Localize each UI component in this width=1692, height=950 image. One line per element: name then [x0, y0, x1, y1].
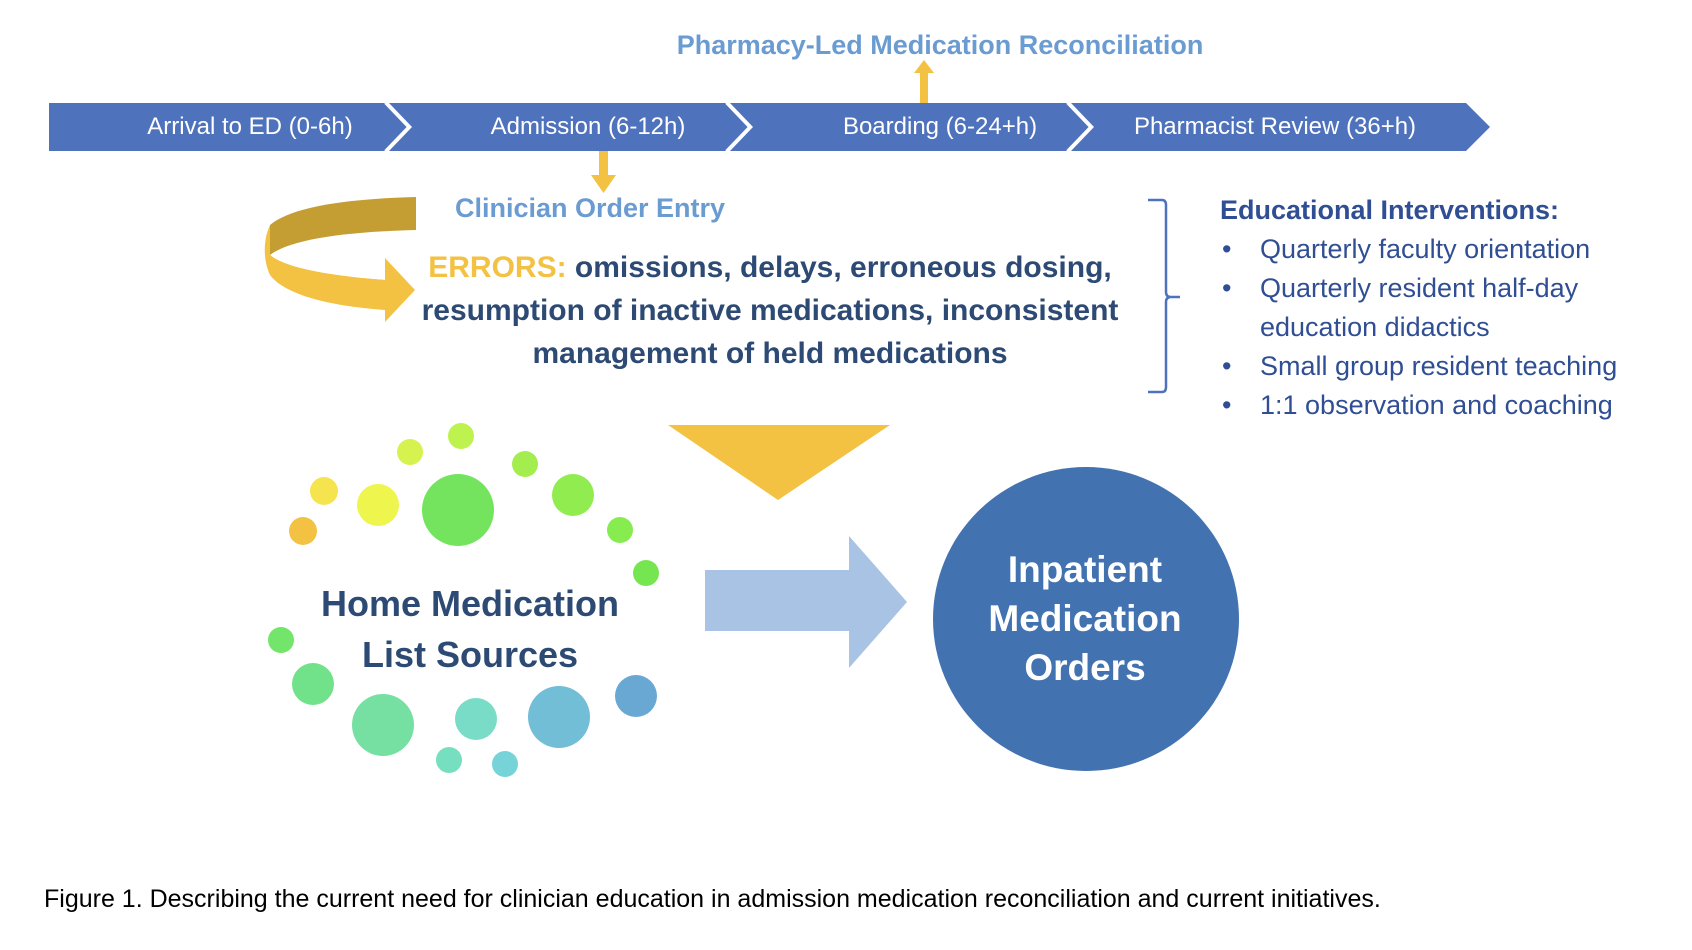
- list-item-text: 1:1 observation and coaching: [1260, 390, 1613, 420]
- dot: [436, 747, 462, 773]
- dot: [397, 439, 423, 465]
- dot: [615, 675, 657, 717]
- errors-label: ERRORS:: [428, 251, 567, 284]
- dot: [492, 751, 518, 777]
- timeline-stage-2-shape: [389, 103, 749, 151]
- inpatient-circle: [933, 467, 1239, 771]
- timeline-stage-pharmacist-review: Pharmacist Review (36+h): [1133, 113, 1417, 140]
- bullet-icon: •: [1222, 351, 1232, 381]
- funnel-triangle-icon: [668, 425, 890, 500]
- timeline-stage-1-shape: [49, 103, 408, 151]
- timeline-stage-boarding: Boarding (6-24+h): [842, 113, 1038, 140]
- interventions-list: • Quarterly faculty orientation • Quarterl…: [1220, 230, 1690, 425]
- clinician-order-entry-label: Clinician Order Entry: [455, 193, 726, 223]
- dot: [268, 627, 294, 653]
- home-sources-line-2: List Sources: [361, 634, 579, 675]
- list-item-text: Quarterly resident half-day education di…: [1260, 273, 1579, 342]
- chevron-divider: [725, 102, 751, 152]
- curved-loop-arrow-icon: [264, 197, 416, 322]
- arrow-down-icon: [591, 151, 616, 193]
- bullet-icon: •: [1222, 273, 1232, 303]
- dot: [422, 474, 494, 546]
- list-item: • Quarterly resident half-day education d…: [1220, 269, 1620, 347]
- pharmacy-reconciliation-label: Pharmacy-Led Medication Reconciliation: [676, 30, 1204, 60]
- timeline-stage-3-shape: [730, 103, 1090, 151]
- dot: [448, 423, 474, 449]
- list-item: • 1:1 observation and coaching: [1220, 386, 1690, 425]
- dot: [310, 477, 338, 505]
- dot: [289, 517, 317, 545]
- timeline-stage-admission: Admission (6-12h): [490, 113, 686, 140]
- home-sources-dots: [268, 423, 659, 777]
- dot: [352, 694, 414, 756]
- dot: [512, 451, 538, 477]
- dot: [607, 517, 633, 543]
- educational-interventions-title: Educational Interventions:: [1220, 195, 1560, 225]
- chevron-divider: [384, 102, 410, 152]
- dot: [528, 686, 590, 748]
- inpatient-orders-label: Inpatient Medication Orders: [935, 545, 1235, 692]
- inpatient-line-1: Inpatient: [1007, 549, 1163, 590]
- inpatient-line-2: Medication: [988, 598, 1182, 639]
- arrow-up-icon: [914, 60, 934, 103]
- home-sources-line-1: Home Medication: [320, 583, 620, 624]
- figure-caption: Figure 1. Describing the current need fo…: [44, 885, 1381, 913]
- dot: [455, 698, 497, 740]
- home-medication-sources-label: Home Medication List Sources: [270, 578, 670, 680]
- list-item: • Quarterly faculty orientation: [1220, 230, 1690, 269]
- dot: [633, 560, 659, 586]
- right-arrow-icon: [705, 536, 907, 668]
- timeline-stage-4-shape: [1071, 103, 1490, 151]
- list-item: • Small group resident teaching: [1220, 347, 1690, 386]
- bullet-icon: •: [1222, 390, 1232, 420]
- inpatient-line-3: Orders: [1024, 647, 1146, 688]
- bracket-icon: [1148, 198, 1180, 394]
- dot: [292, 663, 334, 705]
- educational-interventions: Educational Interventions: • Quarterly fa…: [1220, 195, 1690, 425]
- dot: [357, 484, 399, 526]
- list-item-text: Small group resident teaching: [1260, 351, 1618, 381]
- errors-block: ERRORS: omissions, delays, erroneous dos…: [410, 246, 1130, 375]
- bullet-icon: •: [1222, 234, 1232, 264]
- timeline-stage-arrival: Arrival to ED (0-6h): [147, 113, 353, 140]
- errors-text: omissions, delays, erroneous dosing, res…: [421, 251, 1119, 370]
- dot: [552, 474, 594, 516]
- chevron-divider: [1066, 102, 1092, 152]
- list-item-text: Quarterly faculty orientation: [1260, 234, 1591, 264]
- timeline-bar: [49, 102, 1490, 152]
